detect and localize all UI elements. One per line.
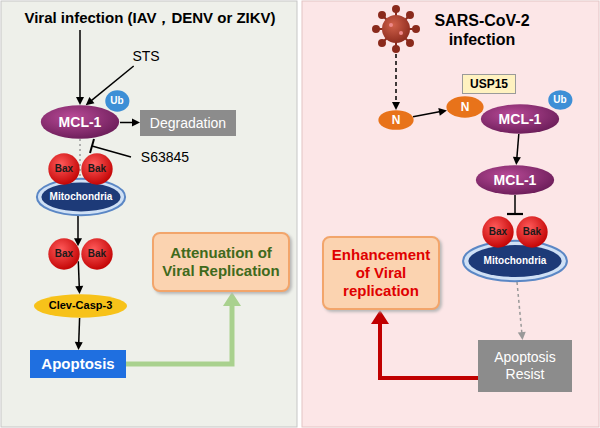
node-text: USP15 — [470, 77, 508, 91]
ubiquitin-circle: Ub — [548, 90, 573, 110]
node-text: Ub — [553, 94, 566, 106]
arrowhead — [513, 157, 521, 165]
outcome-box: Enhancement of Viral replication — [322, 236, 440, 310]
protein-ellipse: MCL-1 — [40, 105, 120, 139]
connector — [76, 30, 84, 105]
connector — [392, 54, 400, 110]
connector-line — [79, 30, 81, 99]
protein-ellipse: MCL-1 — [480, 104, 560, 134]
connector-line — [413, 112, 441, 117]
connector — [75, 261, 83, 294]
connector-line — [395, 54, 397, 104]
process-box: Apoptosis Resist — [478, 340, 572, 392]
connector-line — [126, 303, 232, 364]
node-text: MCL-1 — [494, 172, 537, 189]
node-text: Ub — [110, 95, 123, 107]
arrowhead — [518, 332, 526, 340]
ubiquitin-circle: Ub — [105, 90, 130, 112]
arrowhead — [76, 97, 84, 105]
node-text: STS — [132, 48, 159, 65]
node-text: MCL-1 — [59, 114, 102, 131]
node-text: Bax — [489, 226, 507, 238]
protein-ellipse: MCL-1 — [475, 165, 555, 195]
node-text: Bak — [88, 163, 106, 175]
protein-ellipse: N — [378, 110, 414, 130]
process-box: Apoptosis — [30, 350, 126, 378]
protein-circle: Bak — [81, 238, 113, 270]
drug-label: STS — [126, 46, 166, 66]
caspase-ellipse: Clev-Casp-3 — [33, 294, 128, 318]
arrowhead — [392, 102, 400, 110]
protein-circle: Bax — [48, 153, 80, 185]
arrowhead — [75, 342, 83, 350]
connector-line — [514, 195, 516, 214]
arrowhead — [438, 108, 447, 116]
node-text: Mitochondria — [50, 191, 113, 203]
node-text: SARS-CoV-2 infection — [416, 11, 548, 49]
heading-node: SARS-CoV-2 infection — [372, 6, 548, 54]
protein-circle: Bak — [516, 216, 548, 248]
node-text: Apoptosis Resist — [482, 349, 568, 383]
connector — [513, 134, 521, 165]
connector — [75, 318, 83, 350]
connector-line — [79, 139, 81, 178]
mitochondria-shape: Mitochondria — [36, 178, 126, 216]
connector-line — [78, 261, 79, 287]
connector-line — [120, 122, 134, 124]
node-text: Clev-Casp-3 — [49, 299, 113, 312]
node-text: Bax — [55, 248, 73, 260]
arrowhead — [86, 97, 95, 105]
virus-icon — [373, 6, 419, 52]
arrowhead — [371, 310, 389, 324]
connector — [120, 118, 140, 126]
node-text: N — [461, 100, 470, 114]
node-text: Attenuation of Viral Replication — [158, 244, 284, 280]
connector-line — [517, 282, 522, 334]
connector-line — [77, 216, 79, 240]
connector — [74, 216, 82, 246]
inhibition-bar — [507, 213, 523, 215]
node-text: S63845 — [141, 149, 189, 166]
connector-line — [380, 321, 478, 378]
protein-ellipse: N — [446, 96, 484, 118]
node-text: N — [392, 113, 401, 127]
connector — [517, 282, 526, 340]
mitochondria-shape: Mitochondria — [462, 240, 568, 282]
connector-line — [78, 318, 80, 344]
node-text: MCL-1 — [499, 111, 542, 128]
protein-circle: Bak — [81, 153, 113, 185]
connector-line — [517, 134, 519, 159]
drug-label: S63845 — [134, 148, 196, 166]
node-text: Bax — [55, 163, 73, 175]
connector — [507, 195, 523, 214]
connector — [413, 108, 447, 117]
node-text: Degradation — [150, 115, 226, 132]
right-panel — [302, 1, 599, 427]
arrowhead — [75, 286, 83, 294]
node-text: Apoptosis — [41, 355, 114, 373]
protein-box: USP15 — [462, 74, 516, 94]
left-panel — [1, 1, 297, 427]
outcome-box: Attenuation of Viral Replication — [152, 232, 290, 292]
node-text: Bak — [523, 226, 541, 238]
connector — [126, 292, 241, 364]
connector — [80, 139, 81, 178]
connector — [371, 310, 478, 378]
arrowhead — [132, 118, 140, 126]
node-text: Viral infection (IAV，DENV or ZIKV) — [24, 9, 275, 27]
arrowhead — [223, 292, 241, 306]
node-text: Mitochondria — [484, 255, 547, 267]
protein-circle: Bax — [482, 216, 514, 248]
process-box: Degradation — [140, 110, 236, 136]
protein-circle: Bax — [48, 238, 80, 270]
node-text: Enhancement of Viral replication — [328, 246, 434, 300]
node-text: Bak — [88, 248, 106, 260]
heading-node: Viral infection (IAV，DENV or ZIKV) — [6, 6, 294, 30]
